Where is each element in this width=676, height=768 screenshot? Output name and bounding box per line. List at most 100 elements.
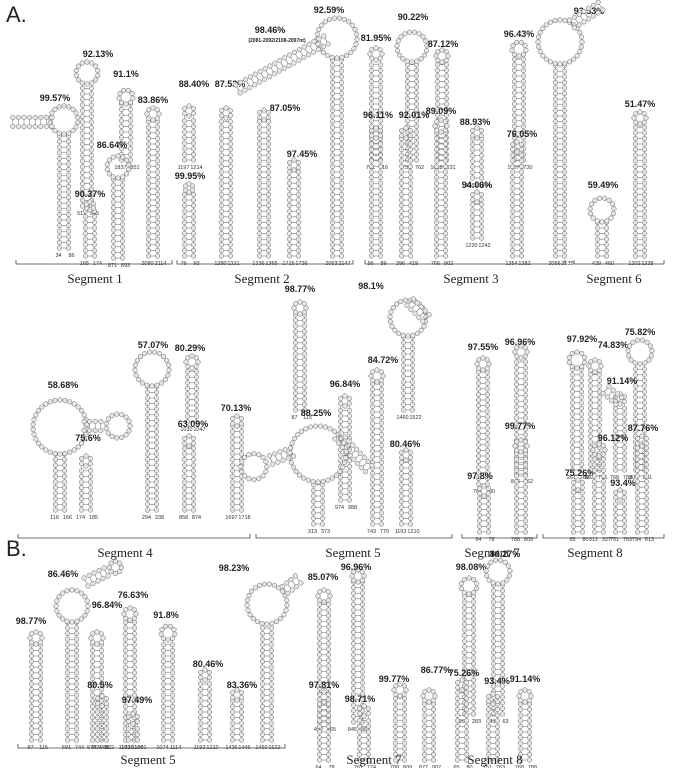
probability-label: 93.53% xyxy=(574,6,605,16)
segment-group: Segment 3 xyxy=(364,260,566,286)
probability-label: 83.86% xyxy=(138,95,169,105)
end-position: 716 xyxy=(379,165,388,171)
start-position: 768 xyxy=(610,475,619,481)
start-position: 313 xyxy=(308,529,317,535)
probability-label: 75.82% xyxy=(625,327,656,337)
probability-label: 88.40% xyxy=(179,79,210,89)
probability-label: 88.25% xyxy=(301,408,332,418)
start-position: 762 xyxy=(473,489,482,495)
probability-label: 76.05% xyxy=(507,129,538,139)
start-position: 1230 xyxy=(465,243,477,249)
end-position: 862 xyxy=(524,479,533,485)
probability-label: 87.12% xyxy=(428,39,459,49)
segment-label: Segment 6 xyxy=(586,271,642,286)
probability-label: 81.95% xyxy=(361,33,392,43)
start-position: 739 xyxy=(402,165,411,171)
start-position: 1837 xyxy=(114,165,126,171)
end-position: 185 xyxy=(89,515,98,521)
segment-group: Segment 6 xyxy=(573,260,665,286)
end-position: 763 xyxy=(496,765,505,768)
segment-group: Segment 8 xyxy=(542,534,665,560)
probability-label: 97.92% xyxy=(567,334,598,344)
start-position: 751 xyxy=(610,537,619,543)
end-position: 166 xyxy=(63,515,72,521)
probability-label: 99.77% xyxy=(379,674,410,684)
segment-bracket xyxy=(17,744,286,749)
probability-label: 84.72% xyxy=(368,355,399,365)
probability-label: 99.57% xyxy=(40,93,71,103)
start-position: 743 xyxy=(367,529,376,535)
probability-label: 98.46% xyxy=(255,25,286,35)
segment-group: Segment 7 xyxy=(346,752,402,767)
probability-label: 75.26% xyxy=(565,468,596,478)
start-position: 974 xyxy=(335,505,344,511)
segment-group: Segment 1 xyxy=(15,260,173,286)
segment-bracket xyxy=(176,260,354,265)
start-position: 693 xyxy=(585,475,594,481)
end-position: 813 xyxy=(645,537,654,543)
segment-label: Segment 7 xyxy=(464,545,520,560)
end-position: 63 xyxy=(502,719,508,725)
probability-label: 87.76% xyxy=(628,423,659,433)
helix-range-note: (2081-2092/2108-2097nt) xyxy=(248,38,306,44)
start-position: 1460 xyxy=(396,415,408,421)
end-position: 809 xyxy=(403,765,412,768)
probability-label: 75.26% xyxy=(449,668,480,678)
probability-label: 92.13% xyxy=(83,49,114,59)
end-position: 80 xyxy=(582,537,588,543)
start-position: 1197 xyxy=(178,165,190,171)
segment-bracket xyxy=(461,534,538,539)
probability-label: 63.09% xyxy=(178,419,209,429)
probability-label: 92.01% xyxy=(399,110,430,120)
probability-label: 58.68% xyxy=(48,380,79,390)
probability-label: 99.77% xyxy=(505,421,536,431)
probability-label: 86.46% xyxy=(48,569,79,579)
probability-label: 87.53% xyxy=(215,79,246,89)
probability-label: 51.47% xyxy=(625,99,656,109)
end-position: 788 xyxy=(528,765,537,768)
probability-label: 93.4% xyxy=(484,676,510,686)
end-position: 874 xyxy=(192,515,201,521)
start-position: 41 xyxy=(489,719,495,725)
probability-label: 98.71% xyxy=(345,694,376,704)
probability-label: 80.46% xyxy=(390,439,421,449)
probability-label: 76.63% xyxy=(118,590,149,600)
probability-label: 93.4% xyxy=(610,478,636,488)
start-position: 266 xyxy=(459,719,468,725)
probability-label: 57.07% xyxy=(138,340,169,350)
start-position: 174 xyxy=(76,515,85,521)
segment-group: Segment 4 xyxy=(17,534,251,560)
end-position: 1718 xyxy=(238,515,250,521)
end-position: 327 xyxy=(602,537,611,543)
end-position: 80 xyxy=(466,765,472,768)
segment-label: Segment 2 xyxy=(234,271,289,286)
helix-note: (2081-2092/2108-2097nt) 98.46% xyxy=(248,25,306,44)
probability-label: 97.55% xyxy=(468,342,499,352)
rna-hairpin: 75.82%817841 xyxy=(625,327,656,481)
end-position: 902 xyxy=(432,765,441,768)
end-position: 788 xyxy=(623,475,632,481)
segment-group: Segment 8 xyxy=(467,752,522,767)
end-position: 338 xyxy=(155,515,164,521)
end-position: 78 xyxy=(488,537,494,543)
end-position: 762 xyxy=(415,165,424,171)
